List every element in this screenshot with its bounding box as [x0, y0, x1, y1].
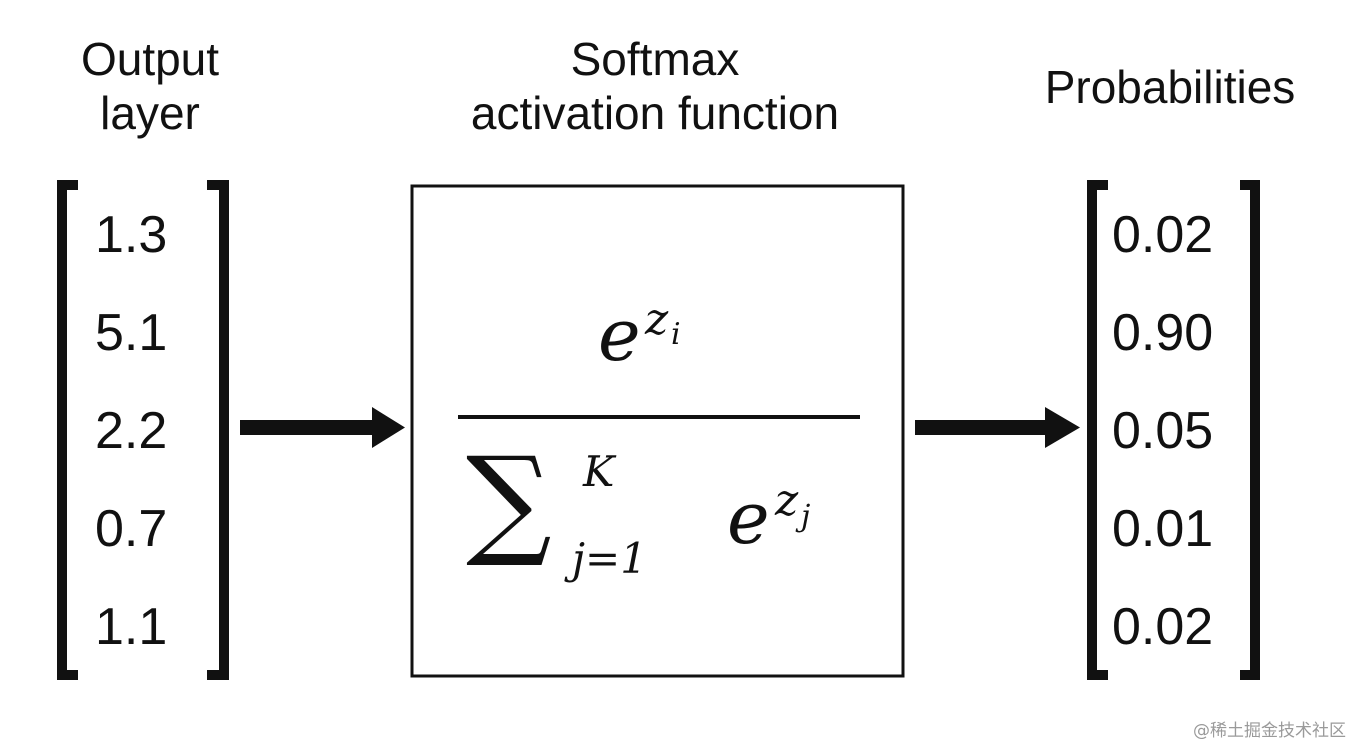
probability-value: 0.02 [1112, 206, 1214, 264]
output-right-bracket [1240, 180, 1260, 680]
denominator-exponent: z [775, 475, 799, 526]
probability-value: 0.01 [1112, 500, 1214, 558]
denominator-subscript: j [801, 499, 811, 534]
output-layer-heading: Output layer [40, 32, 260, 140]
input-left-bracket [57, 180, 78, 680]
input-right-bracket [207, 180, 229, 680]
output-layer-heading-line1: Output [80, 33, 220, 85]
sum-lower-limit: j=1 [572, 534, 647, 583]
probability-value: 0.90 [1112, 304, 1214, 362]
probability-value: 0.02 [1112, 598, 1214, 656]
input-value: 1.3 [95, 206, 168, 264]
denominator-base: e [727, 476, 770, 560]
probability-value: 0.05 [1112, 402, 1214, 460]
probabilities-heading: Probabilities [1005, 60, 1335, 114]
softmax-box [410, 184, 905, 678]
watermark: @稀土掘金技术社区 [1193, 721, 1346, 741]
numerator-base: e [598, 293, 641, 377]
numerator-subscript: i [671, 317, 681, 352]
input-value: 5.1 [95, 304, 168, 362]
probabilities-heading-line1: Probabilities [1044, 61, 1296, 113]
input-value: 0.7 [95, 500, 168, 558]
input-value: 2.2 [95, 402, 168, 460]
input-value: 1.1 [95, 598, 168, 656]
arrow-to-probabilities [915, 407, 1080, 448]
softmax-heading: Softmax activation function [405, 32, 905, 140]
softmax-heading-line1: Softmax [570, 33, 740, 85]
sum-symbol: ∑ [466, 432, 552, 571]
output-layer-heading-line2: layer [100, 87, 200, 139]
sum-upper-limit: K [583, 447, 615, 496]
output-left-bracket [1087, 180, 1108, 680]
softmax-heading-line2: activation function [470, 87, 840, 139]
arrow-to-softmax [240, 407, 405, 448]
numerator-exponent: z [645, 294, 669, 345]
